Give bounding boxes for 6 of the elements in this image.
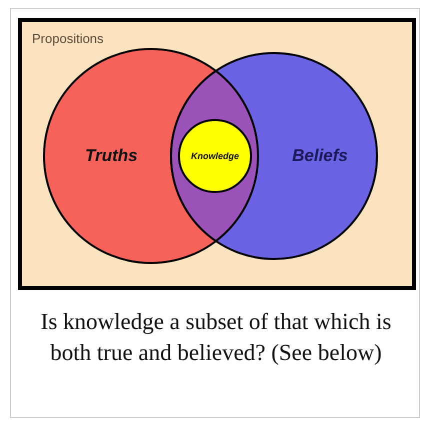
set-box (18, 18, 416, 290)
caption: Is knowledge a subset of that which is both true and believed? (See below) (40, 308, 392, 367)
set-label: Truths (85, 146, 138, 166)
set-label: Knowledge (191, 151, 239, 161)
set-title: Propositions (32, 31, 104, 46)
set-label: Beliefs (292, 146, 348, 166)
